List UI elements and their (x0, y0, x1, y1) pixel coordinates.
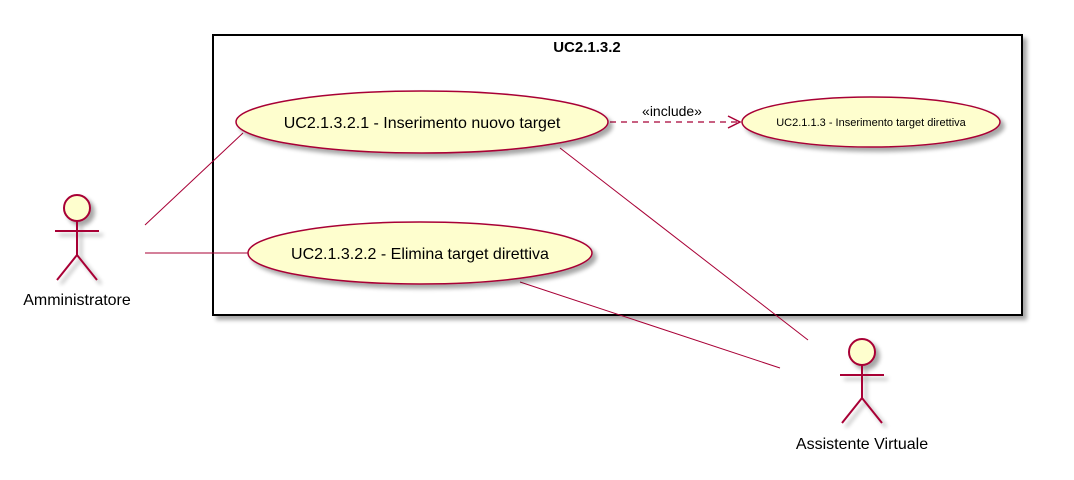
association-uc1-assistant (559, 147, 809, 341)
associations (144, 132, 809, 369)
actor-icon (55, 194, 99, 281)
system-title: UC2.1.3.2 (553, 39, 621, 56)
use-case-label: UC2.1.3.2.1 - Inserimento nuovo target (284, 115, 561, 132)
include-label: «include» (642, 103, 702, 119)
actor-label: Assistente Virtuale (796, 436, 928, 453)
actor-label: Amministratore (23, 292, 131, 309)
use-case-label: UC2.1.1.3 - Inserimento target direttiva (776, 117, 966, 129)
actor-icon (840, 338, 884, 424)
include-dependency: «include» (610, 103, 742, 129)
use-case-label: UC2.1.3.2.2 - Elimina target direttiva (291, 246, 549, 263)
association-uc2-assistant (519, 281, 781, 369)
actor-assistente-virtuale[interactable]: Assistente Virtuale (796, 338, 928, 453)
actor-amministratore[interactable]: Amministratore (23, 194, 131, 309)
association-admin-uc1 (144, 132, 244, 226)
use-case-inserimento-nuovo-target[interactable]: UC2.1.3.2.1 - Inserimento nuovo target (235, 90, 609, 154)
use-case-inserimento-target-direttiva[interactable]: UC2.1.1.3 - Inserimento target direttiva (741, 96, 1001, 148)
use-case-elimina-target-direttiva[interactable]: UC2.1.3.2.2 - Elimina target direttiva (247, 221, 593, 285)
